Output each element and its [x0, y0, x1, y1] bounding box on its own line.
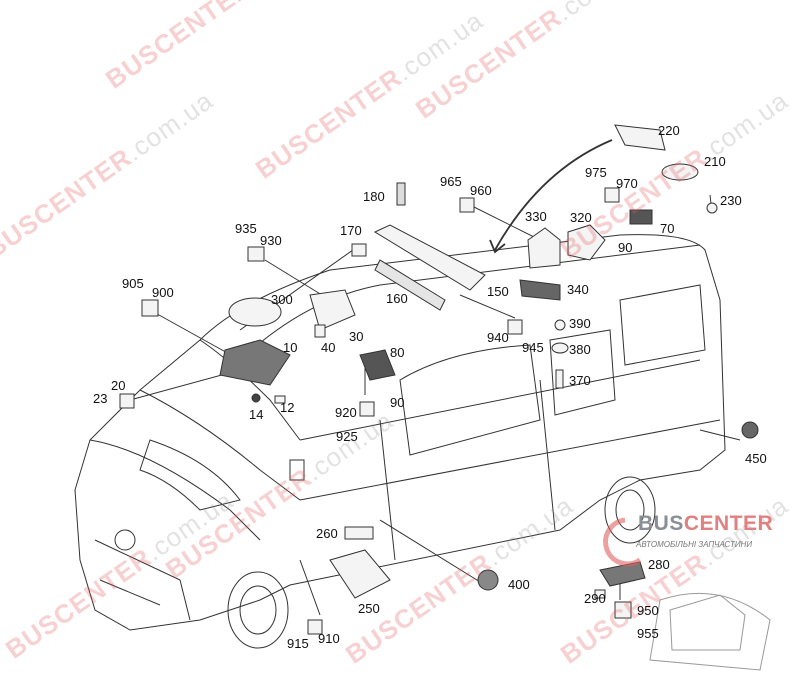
part-label: 340	[567, 282, 589, 297]
part-label: 320	[570, 210, 592, 225]
part-label: 170	[340, 223, 362, 238]
part-label: 260	[316, 526, 338, 541]
part-label: 180	[363, 189, 385, 204]
part-label: 160	[386, 291, 408, 306]
rear-wheel	[604, 476, 656, 544]
part-label: 450	[745, 451, 767, 466]
part-label: 930	[260, 233, 282, 248]
part-label: 250	[358, 601, 380, 616]
part-label: 330	[525, 209, 547, 224]
part-label: 70	[660, 221, 675, 236]
part-label: 975	[585, 165, 607, 180]
part-label: 390	[569, 316, 591, 331]
part-label: 970	[616, 176, 638, 191]
parts	[119, 124, 759, 635]
part-label: 925	[336, 429, 358, 444]
part-label: 370	[569, 373, 591, 388]
part-label: 960	[470, 183, 492, 198]
part-label: 23	[93, 391, 108, 406]
part-label: 905	[122, 276, 144, 291]
part-label: 290	[584, 591, 606, 606]
part-label: 280	[648, 557, 670, 572]
part-label: 230	[720, 193, 742, 208]
part-label: 900	[152, 285, 174, 300]
part-label: 40	[321, 340, 336, 355]
part-label: 300	[271, 292, 293, 307]
part-label: 940	[487, 330, 509, 345]
part-label: 90	[390, 395, 405, 410]
part-label: 220	[658, 123, 680, 138]
part-label: 12	[280, 400, 295, 415]
part-label: 150	[487, 284, 509, 299]
part-label: 80	[390, 345, 405, 360]
part-label: 920	[335, 405, 357, 420]
part-label: 90	[618, 240, 633, 255]
mercedes-star	[114, 529, 136, 551]
part-label: 10	[283, 340, 298, 355]
part-label: 950	[637, 603, 659, 618]
part-label: 20	[111, 378, 126, 393]
part-label: 955	[637, 626, 659, 641]
part-label: 910	[318, 631, 340, 646]
part-label: 14	[249, 407, 264, 422]
part-label: 945	[522, 340, 544, 355]
part-label: 30	[349, 329, 364, 344]
part-label: 935	[235, 221, 257, 236]
part-label: 400	[508, 577, 530, 592]
van-outline	[74, 234, 726, 631]
part-label: 210	[704, 154, 726, 169]
part-label: 915	[287, 636, 309, 651]
part-label: 380	[569, 342, 591, 357]
front-wheel	[227, 571, 289, 649]
side-mirror	[289, 459, 305, 481]
part-label: 965	[440, 174, 462, 189]
